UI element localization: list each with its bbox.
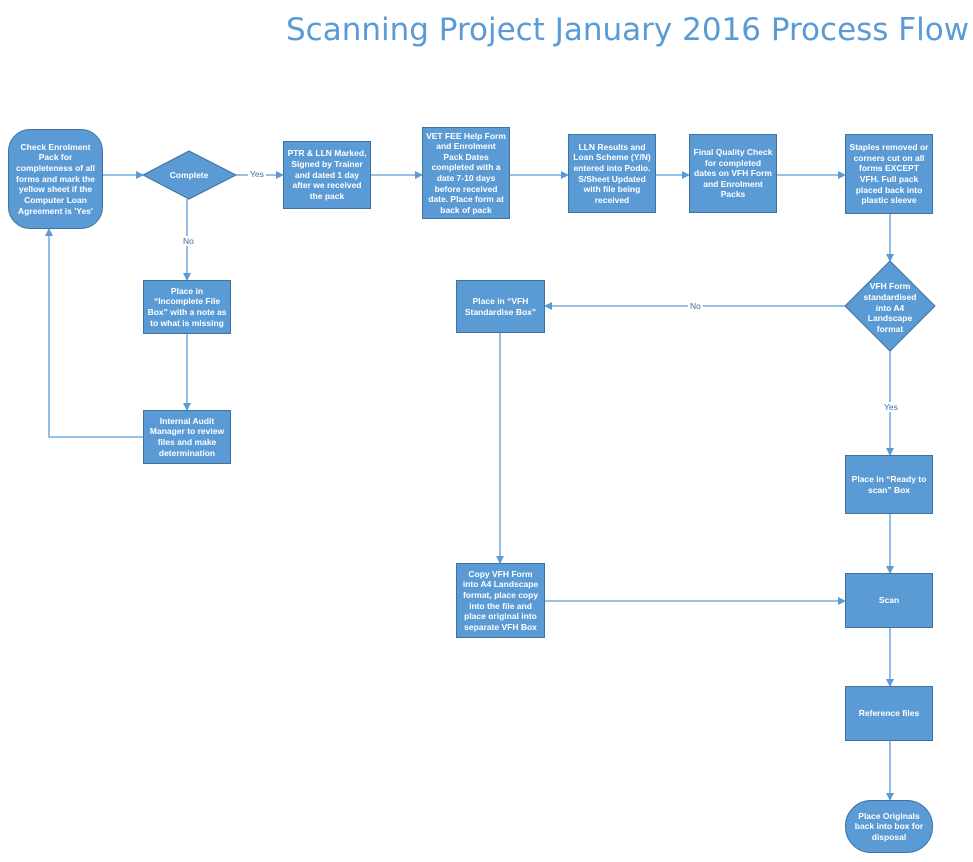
vfh-standardise-text: Place in “VFH Standardise Box” <box>464 295 537 317</box>
edge-label-complete-yes: Yes <box>248 169 266 179</box>
lln-results-text: LLN Results and Loan Scheme (Y/N) entere… <box>573 141 651 205</box>
complete-decision-label: Complete <box>169 169 209 180</box>
copy-vfh-text: Copy VFH Form into A4 Landscape format, … <box>462 568 539 632</box>
vfh-standardise-node: Place in “VFH Standardise Box” <box>456 280 545 333</box>
ready-scan-text: Place in “Ready to scan” Box <box>851 473 927 495</box>
final-quality-node: Final Quality Check for completed dates … <box>689 134 777 213</box>
staples-text: Staples removed or corners cut on all fo… <box>849 142 929 206</box>
scan-text: Scan <box>878 595 900 606</box>
page-title: Scanning Project January 2016 Process Fl… <box>286 12 970 48</box>
vfh-decision-label: VFH Form standardised into A4 Landscape … <box>863 281 917 334</box>
complete-decision-shape <box>141 150 238 200</box>
vfh-decision-shape <box>844 260 936 352</box>
lln-results-node: LLN Results and Loan Scheme (Y/N) entere… <box>568 134 656 213</box>
staples-node: Staples removed or corners cut on all fo… <box>845 134 933 214</box>
check-enrolment-node: Check Enrolment Pack for completeness of… <box>8 129 103 229</box>
incomplete-box-node: Place in “Incomplete File Box” with a no… <box>143 280 231 334</box>
ptr-lln-node: PTR & LLN Marked, Signed by Trainer and … <box>283 141 371 209</box>
reference-node: Reference files <box>845 686 933 741</box>
incomplete-box-text: Place in “Incomplete File Box” with a no… <box>147 285 227 328</box>
originals-node: Place Originals back into box for dispos… <box>845 800 933 853</box>
scan-node: Scan <box>845 573 933 628</box>
ready-scan-node: Place in “Ready to scan” Box <box>845 455 933 514</box>
arrow-audit-to-check <box>45 228 143 438</box>
edge-label-complete-no: No <box>181 236 196 246</box>
edge-label-vfh-no: No <box>688 301 703 311</box>
originals-text: Place Originals back into box for dispos… <box>854 810 924 842</box>
check-enrolment-text: Check Enrolment Pack for completeness of… <box>16 141 95 216</box>
reference-text: Reference files <box>858 708 920 719</box>
vet-fee-text: VET FEE Help Form and Enrolment Pack Dat… <box>426 130 506 215</box>
ptr-lln-text: PTR & LLN Marked, Signed by Trainer and … <box>287 148 367 201</box>
final-quality-text: Final Quality Check for completed dates … <box>693 146 773 200</box>
edge-label-vfh-yes: Yes <box>882 402 900 412</box>
internal-audit-text: Internal Audit Manager to review files a… <box>149 415 225 458</box>
internal-audit-node: Internal Audit Manager to review files a… <box>143 410 231 464</box>
copy-vfh-node: Copy VFH Form into A4 Landscape format, … <box>456 563 545 638</box>
vet-fee-node: VET FEE Help Form and Enrolment Pack Dat… <box>422 127 510 219</box>
